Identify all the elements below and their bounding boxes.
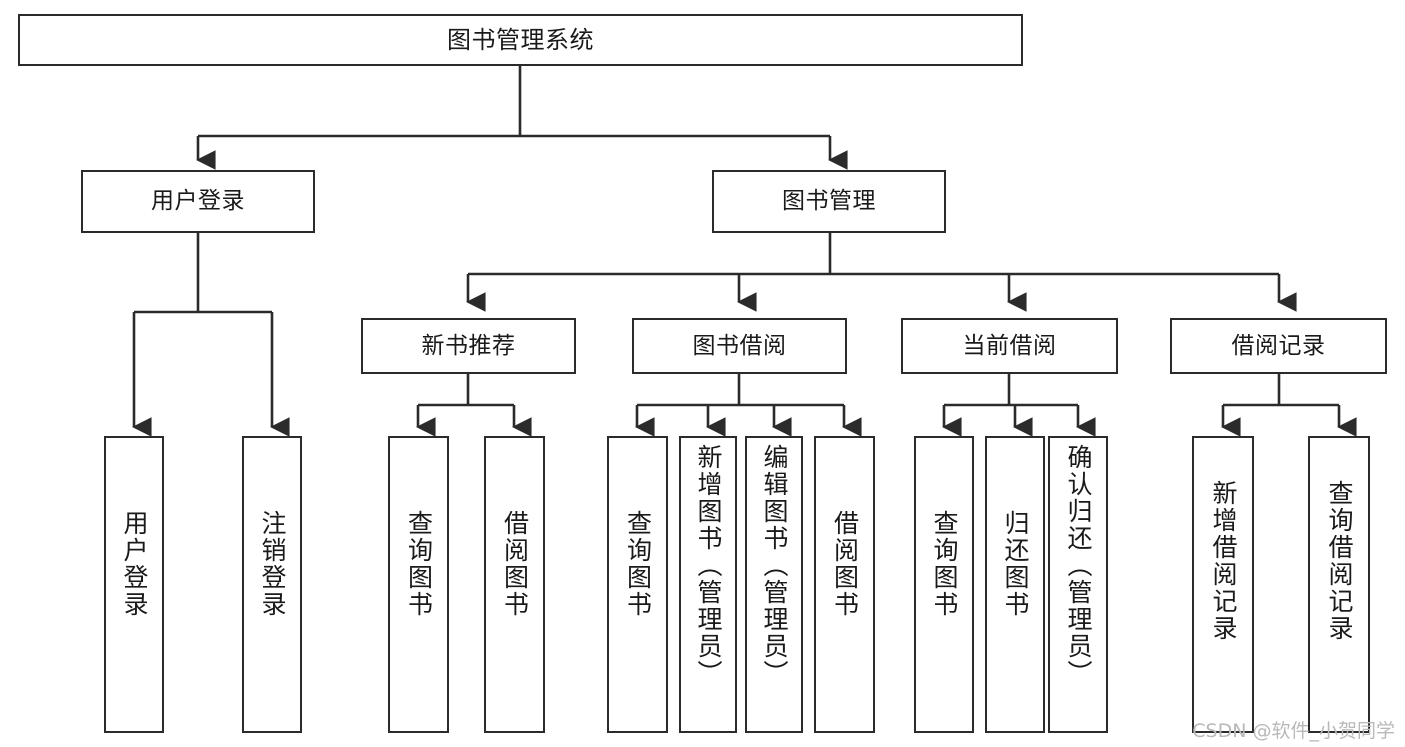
- node-label: 新增图书（管理员）: [694, 444, 723, 687]
- node-label: 注销登录: [258, 510, 287, 618]
- node-leaf-add-book-admin[interactable]: 新增图书（管理员）: [679, 436, 737, 733]
- node-book-borrow[interactable]: 图书借阅: [632, 318, 847, 374]
- node-leaf-query-book-recommend[interactable]: 查询图书: [388, 436, 449, 733]
- node-label: 借阅图书: [500, 510, 530, 618]
- node-label: 借阅记录: [1231, 332, 1326, 359]
- node-leaf-logout[interactable]: 注销登录: [242, 436, 302, 733]
- node-leaf-add-borrow-record[interactable]: 新增借阅记录: [1192, 436, 1254, 733]
- node-leaf-query-borrow-record[interactable]: 查询借阅记录: [1308, 436, 1370, 733]
- node-label: 用户登录: [151, 188, 245, 214]
- node-root-system[interactable]: 图书管理系统: [18, 14, 1023, 66]
- node-leaf-borrow-book-recommend[interactable]: 借阅图书: [484, 436, 545, 733]
- node-label: 编辑图书（管理员）: [760, 444, 789, 687]
- node-leaf-query-book-current[interactable]: 查询图书: [914, 436, 974, 733]
- node-leaf-borrow-book[interactable]: 借阅图书: [814, 436, 875, 733]
- node-label: 图书借阅: [692, 332, 787, 359]
- node-label: 查询图书: [623, 510, 653, 618]
- node-leaf-query-book-borrow[interactable]: 查询图书: [607, 436, 668, 733]
- watermark-text: CSDN @软件_小贺同学: [1192, 720, 1395, 742]
- node-label: 图书管理: [782, 188, 876, 214]
- node-label: 查询借阅记录: [1325, 480, 1354, 642]
- node-current-borrow[interactable]: 当前借阅: [901, 318, 1118, 374]
- node-label: 确认归还（管理员）: [1064, 444, 1093, 687]
- node-label: 归还图书: [1001, 510, 1030, 618]
- node-label: 查询图书: [404, 510, 434, 618]
- node-leaf-user-login[interactable]: 用户登录: [104, 436, 164, 733]
- node-label: 新书推荐: [421, 332, 516, 359]
- node-new-book-recommend[interactable]: 新书推荐: [361, 318, 576, 374]
- node-leaf-return-book[interactable]: 归还图书: [985, 436, 1045, 733]
- node-label: 查询图书: [930, 510, 959, 618]
- node-label: 用户登录: [120, 510, 149, 618]
- node-leaf-edit-book-admin[interactable]: 编辑图书（管理员）: [745, 436, 803, 733]
- node-borrow-record[interactable]: 借阅记录: [1170, 318, 1387, 374]
- node-label: 图书管理系统: [447, 26, 594, 54]
- node-user-login[interactable]: 用户登录: [81, 170, 315, 233]
- node-label: 新增借阅记录: [1209, 480, 1238, 642]
- node-leaf-confirm-return-admin[interactable]: 确认归还（管理员）: [1048, 436, 1108, 733]
- node-label: 当前借阅: [962, 332, 1057, 359]
- node-book-management[interactable]: 图书管理: [712, 170, 946, 233]
- node-label: 借阅图书: [830, 510, 860, 618]
